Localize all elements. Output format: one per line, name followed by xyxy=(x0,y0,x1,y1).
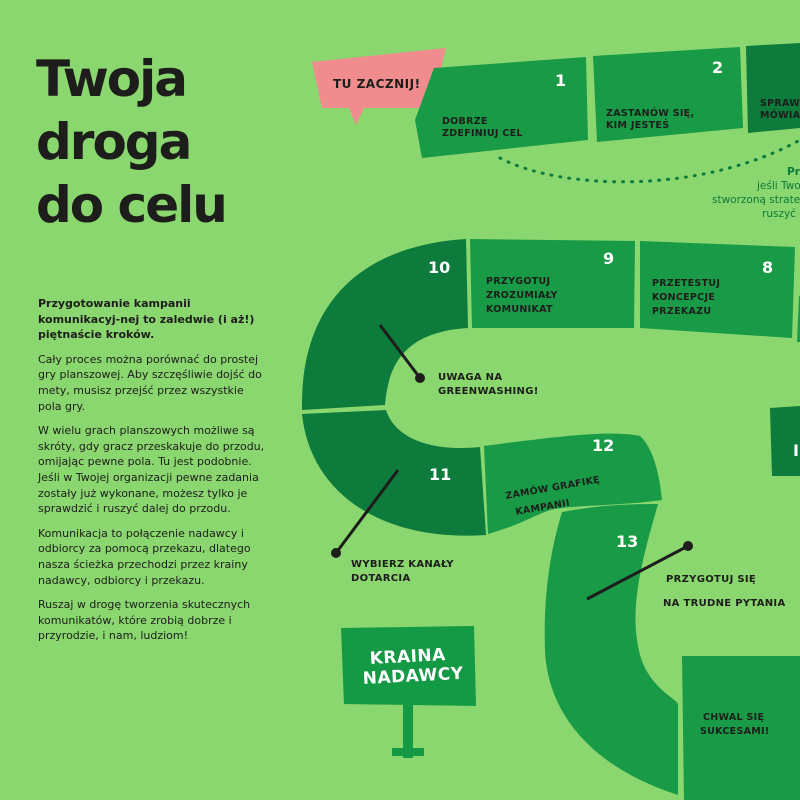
cell-10-number: 10 xyxy=(428,258,450,277)
cell-2-shape xyxy=(593,47,743,142)
channels-line-2: DOTARCIA xyxy=(351,573,411,584)
intro-paragraph-2: W wielu grach planszowych możliwe są skr… xyxy=(38,424,265,516)
channels-pointer xyxy=(334,469,400,554)
cell-9-shape xyxy=(470,239,635,328)
cell-13-shape xyxy=(544,504,679,795)
cell-14: CHWAL SIĘ SUKCESAMI! xyxy=(682,656,800,800)
greenwashing-pointer xyxy=(378,324,422,379)
cell-1-label-1: DOBRZE xyxy=(442,116,488,127)
channels-line-1: WYBIERZ KANAŁY xyxy=(351,559,454,570)
intro-paragraph-4: Ruszaj w drogę tworzenia skutecznych kom… xyxy=(38,598,251,643)
greenwashing-note: UWAGA NA GREENWASHING! xyxy=(438,372,539,397)
kraina-nadawcy-sign: KRAINA NADAWCY xyxy=(341,626,476,758)
questions-line-1: PRZYGOTUJ SIĘ xyxy=(666,574,756,585)
questions-pointer-dot xyxy=(683,541,693,551)
sign-line-1: KRAINA xyxy=(369,645,446,669)
questions-line-2: NA TRUDNE PYTANIA xyxy=(663,598,786,609)
shortcut-note: Pr jeśli Twoj stworzoną strateg ruszyć o… xyxy=(712,166,800,220)
intro-paragraph-3: Komunikacja to połączenie nadawcy i odbi… xyxy=(38,526,251,587)
cell-right-edge: I xyxy=(770,406,800,476)
cell-3-shape xyxy=(746,43,800,133)
greenwashing-line-2: GREENWASHING! xyxy=(438,386,539,397)
shortcut-line-1: Pr xyxy=(787,166,800,178)
cell-11: 11 xyxy=(302,410,486,536)
cell-1-number: 1 xyxy=(555,71,566,90)
greenwashing-line-1: UWAGA NA xyxy=(438,372,502,383)
cell-2-number: 2 xyxy=(712,58,723,77)
cell-9-label-3: KOMUNIKAT xyxy=(486,304,553,315)
cell-1: 1 DOBRZE ZDEFINIUJ CEL xyxy=(415,57,588,158)
cell-3-label-2: MÓWIA xyxy=(760,109,800,121)
channels-pointer-dot xyxy=(331,548,341,558)
channels-note: WYBIERZ KANAŁY DOTARCIA xyxy=(351,559,454,584)
cell-11-number: 11 xyxy=(429,465,451,484)
cell-9-label-2: ZROZUMIAŁY xyxy=(486,290,558,301)
intro-text: Przygotowanie kampanii komunikacyj-nej t… xyxy=(38,296,270,653)
cell-13-number: 13 xyxy=(616,532,638,551)
cell-9-number: 9 xyxy=(603,249,614,268)
shortcut-dotted-path xyxy=(498,138,800,184)
cell-1-label-2: ZDEFINIUJ CEL xyxy=(442,128,523,139)
title-line-3: do celu xyxy=(36,176,228,234)
cell-right-edge-shape xyxy=(770,406,800,476)
cell-8-label-1: PRZETESTUJ xyxy=(652,278,720,289)
cell-right-edge-label: I xyxy=(793,441,799,460)
shortcut-line-4: ruszyć od xyxy=(762,208,800,220)
start-bubble: TU ZACZNIJ! xyxy=(312,48,446,125)
cell-14-shape xyxy=(682,656,800,800)
questions-pointer xyxy=(586,544,689,601)
intro-paragraph-1: Cały proces można porównać do prostej gr… xyxy=(38,352,262,413)
shortcut-line-3: stworzoną strateg xyxy=(712,194,800,206)
cell-3: SPRAW MÓWIA xyxy=(746,43,800,133)
cell-9-label-1: PRZYGOTUJ xyxy=(486,276,550,287)
start-label: TU ZACZNIJ! xyxy=(333,77,421,91)
title-line-2: droga xyxy=(36,113,192,171)
cell-2-label-1: ZASTANÓW SIĘ, xyxy=(606,107,694,119)
cell-8-shape xyxy=(640,241,795,338)
cell-1-shape xyxy=(415,57,588,158)
cell-14-label-1: CHWAL SIĘ xyxy=(703,712,764,723)
cell-10-shape xyxy=(301,239,468,410)
cell-8-next-edge xyxy=(797,296,800,342)
cell-12-shape xyxy=(484,433,662,534)
sign-board xyxy=(341,626,476,706)
cell-2-label-2: KIM JESTEŚ xyxy=(606,119,669,131)
cell-3-label-1: SPRAW xyxy=(760,98,800,109)
cell-12: 12 ZAMÓW GRAFIKĘ KAMPANII xyxy=(484,433,662,534)
cell-13: 13 xyxy=(544,504,679,795)
questions-note: PRZYGOTUJ SIĘ NA TRUDNE PYTANIA xyxy=(663,574,786,609)
cell-8-label-3: PRZEKAZU xyxy=(652,306,711,317)
greenwashing-pointer-dot xyxy=(415,373,425,383)
cell-8-label-2: KONCEPCJE xyxy=(652,292,715,303)
cell-8: 8 PRZETESTUJ KONCEPCJE PRZEKAZU xyxy=(640,241,795,338)
cell-12-number: 12 xyxy=(592,436,614,455)
cell-10: 10 xyxy=(301,239,468,410)
start-bubble-shape xyxy=(312,48,446,125)
title-line-1: Twoja xyxy=(36,50,188,108)
sign-post xyxy=(403,698,413,758)
cell-14-label-2: SUKCESAMI! xyxy=(700,726,769,737)
intro-lead: Przygotowanie kampanii komunikacyj-nej t… xyxy=(38,297,255,342)
shortcut-line-2: jeśli Twoj xyxy=(756,180,800,192)
cell-11-shape xyxy=(302,410,486,536)
cell-2: 2 ZASTANÓW SIĘ, KIM JESTEŚ xyxy=(593,47,743,142)
page-title: Twoja droga do celu xyxy=(36,48,228,237)
cell-8-number: 8 xyxy=(762,258,773,277)
sign-base xyxy=(392,748,424,756)
cell-9: 9 PRZYGOTUJ ZROZUMIAŁY KOMUNIKAT xyxy=(470,239,635,328)
